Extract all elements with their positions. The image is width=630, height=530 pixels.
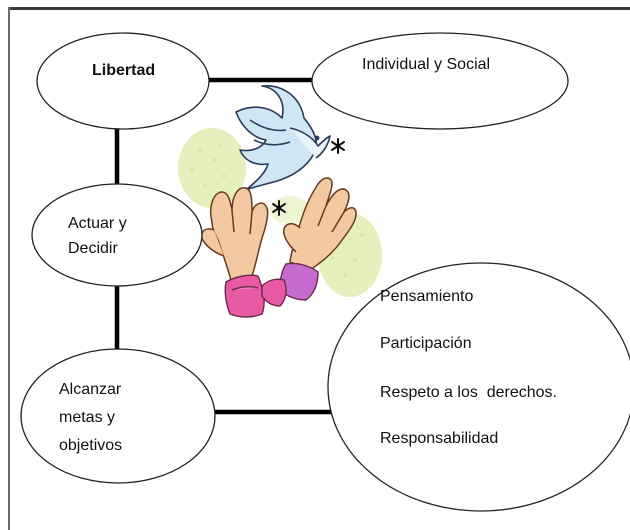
node-actuar-decidir-line-1: Actuar y [68,215,127,232]
node-libertad-shape [36,32,210,130]
node-actuar-decidir-line-2: Decidir [68,240,118,257]
aspect-item-responsabilidad: Responsabilidad [380,430,499,447]
node-libertad-label: Libertad [92,62,156,79]
node-alcanzar-line-3: objetivos [59,437,123,454]
star-icons [272,138,345,216]
dove-and-hands-icon [178,85,382,318]
star-icon-2 [272,200,286,216]
right-hand-icon [283,177,357,271]
connectors [114,77,334,415]
aspect-item-respeto: Respeto a los derechos. [380,384,557,401]
frame-left-border [8,7,10,530]
node-actuar-decidir-shape [31,183,203,287]
node-individual-social-label: Individual y Social [362,56,491,73]
left-hand-icon [200,187,269,285]
node-alcanzar-line-1: Alcanzar [59,381,122,398]
sleeves-decoration [224,262,319,318]
aspect-item-participacion: Participación [380,335,472,352]
node-shapes [20,32,630,512]
node-aspects-shape [327,262,630,512]
star-icon-1 [331,138,345,154]
frame-top-border [8,7,630,10]
node-alcanzar-line-2: metas y [59,409,116,426]
dove-icon [235,85,331,191]
node-alcanzar-metas-shape [20,348,216,484]
node-individual-social-shape [311,32,569,130]
aspect-item-pensamiento: Pensamiento [380,288,474,305]
